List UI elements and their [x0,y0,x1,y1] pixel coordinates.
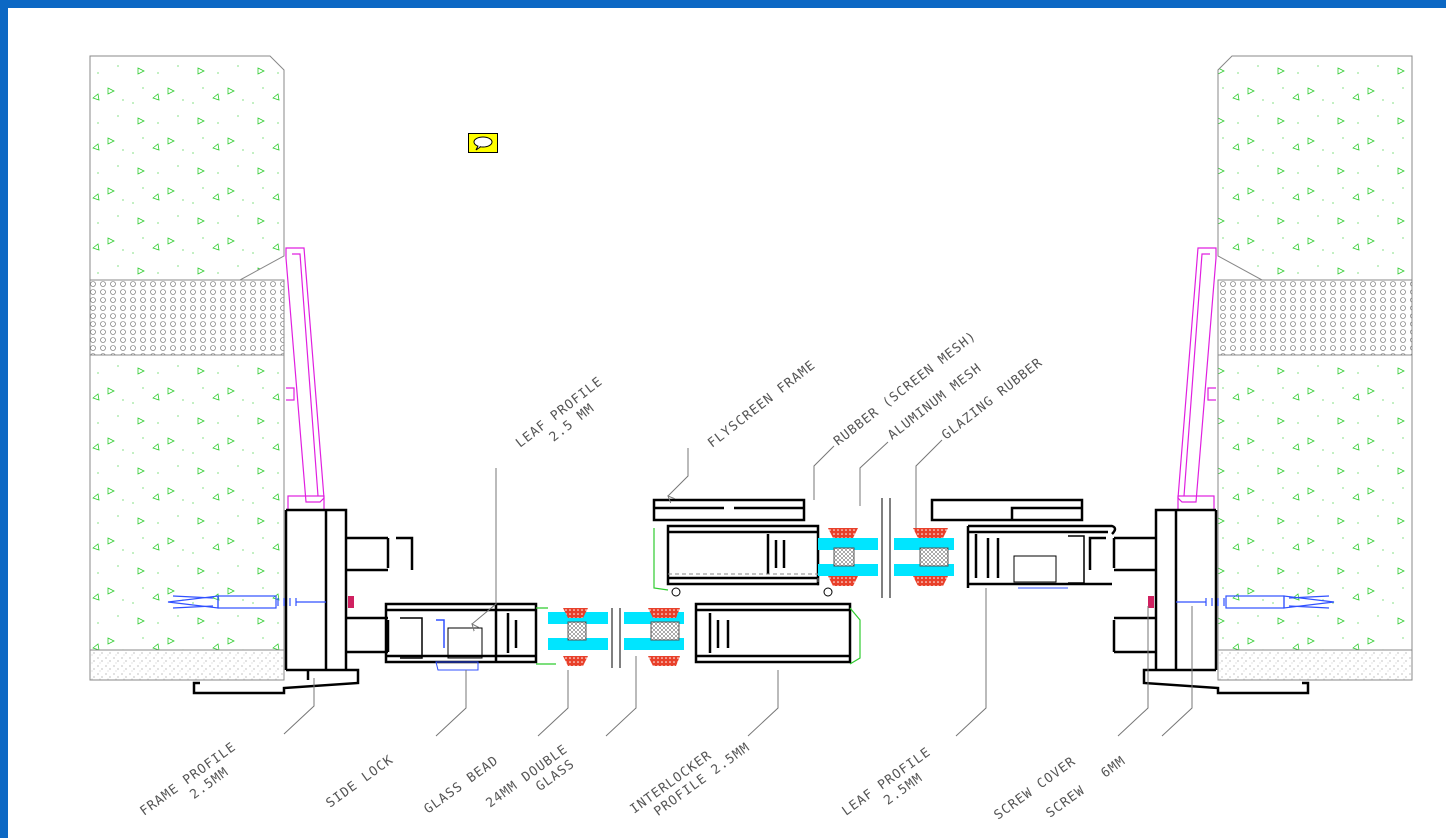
right-flashing [1177,247,1217,511]
right-anchor-screw [1148,595,1335,609]
left-frame-profile [192,508,414,695]
right-leaf-profile [930,498,1117,589]
label-side-lock: SIDE LOCK [324,752,397,811]
left-wall [89,55,285,681]
label-glazing-rubber: GLAZING RUBBER [939,355,1046,443]
label-screw-size: 6MM [1099,754,1129,782]
label-screw: SCREW [1044,783,1089,821]
leaders-top [472,439,943,624]
left-leaf-profile [384,602,538,671]
interlocker-profile [694,602,861,665]
right-frame-profile [1088,508,1310,695]
left-glass-unit [536,607,684,668]
left-anchor-screw [167,595,354,609]
leaders-bottom [283,588,1193,737]
cad-viewport[interactable]: LEAF PROFILE 2.5 MM FLYSCREEN FRAME RUBB… [8,8,1446,838]
sliding-leaf-profile [652,498,833,597]
label-flyscreen-frame: FLYSCREEN FRAME [705,358,819,451]
comment-note-icon[interactable] [468,133,498,153]
right-wall [1217,55,1413,681]
window-section-drawing: LEAF PROFILE 2.5 MM FLYSCREEN FRAME RUBB… [89,55,1413,823]
left-flashing [285,247,325,511]
label-screw-cover: SCREW COVER [992,754,1079,823]
sliding-glass-unit [818,498,954,598]
